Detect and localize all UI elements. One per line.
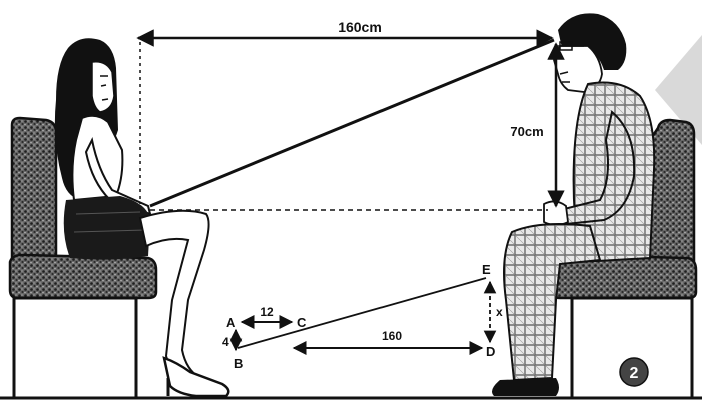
left-seat <box>8 116 158 400</box>
ac-length-label: 12 <box>260 305 274 319</box>
woman-skirt <box>63 196 150 260</box>
point-e-label: E <box>482 262 491 277</box>
similar-triangles-diagram <box>229 277 497 355</box>
woman-legs <box>138 209 210 384</box>
man-arm <box>558 110 636 226</box>
right-seat-backrest <box>648 118 696 272</box>
figure-number-badge <box>619 357 649 387</box>
seated-woman <box>54 38 230 398</box>
bd-length-label: 160 <box>382 329 402 343</box>
seated-man <box>492 13 656 396</box>
woman-shoe <box>162 356 230 398</box>
line-of-sight <box>149 38 555 208</box>
left-seat-cushion <box>8 253 158 300</box>
corner-tab-decoration <box>655 35 702 145</box>
point-b-label: B <box>234 356 243 371</box>
figure-number-label: 2 <box>630 365 639 382</box>
man-trousers <box>503 223 602 382</box>
eye-height-label: 70cm <box>510 124 543 139</box>
point-d-label: D <box>486 344 495 359</box>
hypotenuse-be <box>237 277 487 349</box>
left-seat-backrest <box>10 116 58 270</box>
right-seat <box>550 118 698 400</box>
man-shoe <box>492 378 559 396</box>
point-c-label: C <box>297 315 307 330</box>
point-a-label: A <box>226 315 236 330</box>
left-seat-base <box>12 296 138 400</box>
sight-lines <box>136 29 565 211</box>
ab-length-label: 4 <box>222 335 229 349</box>
ed-length-label: x <box>496 305 503 319</box>
woman-face <box>91 60 115 113</box>
man-hair <box>558 13 627 70</box>
eye-to-eye-distance-label: 160cm <box>338 19 382 35</box>
